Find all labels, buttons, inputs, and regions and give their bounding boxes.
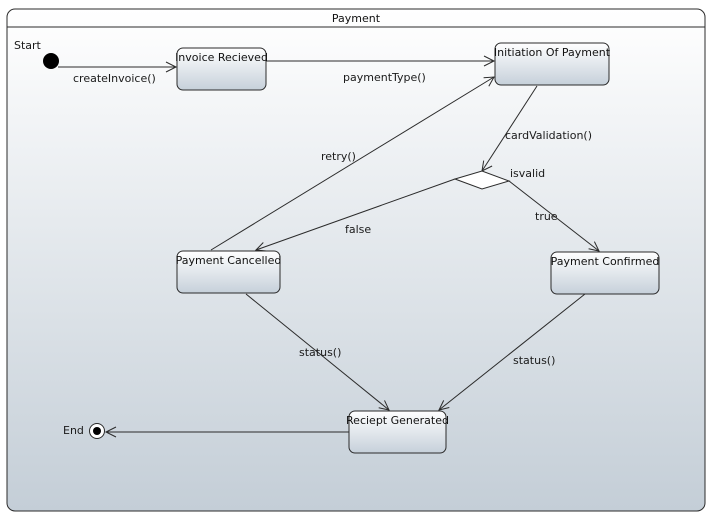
transition-label-true: true <box>535 210 558 223</box>
choice-diamond-icon <box>453 170 511 190</box>
state-payment-confirmed: Payment Confirmed <box>550 251 660 295</box>
end-label: End <box>63 424 84 437</box>
end-pseudostate: End <box>63 423 105 439</box>
arrowhead-icon <box>483 76 495 87</box>
state-label: Payment Confirmed <box>551 255 660 268</box>
transition-choice-to-cancelled <box>255 178 456 251</box>
transition-labels: createInvoice() paymentType() cardValida… <box>73 71 592 367</box>
frame-border <box>6 8 706 512</box>
state-label: Invoice Recieved <box>175 51 268 64</box>
transition-cancelled-to-initiation <box>210 76 495 251</box>
transition-label-false: false <box>345 223 371 236</box>
state-label: Initiation Of Payment <box>494 46 611 59</box>
transition-confirmed-to-reciept <box>438 293 586 411</box>
transition-label-retry: retry() <box>321 150 356 163</box>
choice-pseudostate: isvalid <box>453 167 545 190</box>
state-initiation-of-payment: Initiation Of Payment <box>494 42 611 86</box>
arrowhead-icon <box>104 426 117 438</box>
choice-label: isvalid <box>510 167 545 180</box>
state-label: Payment Cancelled <box>176 254 282 267</box>
state-reciept-generated: Reciept Generated <box>346 410 449 454</box>
arrowhead-icon <box>483 55 496 67</box>
transition-label-status-right: status() <box>513 354 555 367</box>
state-label: Reciept Generated <box>346 414 449 427</box>
transition-label-card-validation: cardValidation() <box>505 129 592 142</box>
frame-title: Payment <box>332 12 381 25</box>
arrowhead-icon <box>378 400 390 411</box>
transition-cancelled-to-reciept <box>245 293 390 411</box>
start-label: Start <box>14 39 42 52</box>
transition-choice-to-confirmed <box>508 180 600 252</box>
arrowhead-icon <box>588 241 600 252</box>
arrowhead-icon <box>165 61 178 73</box>
initial-node-icon <box>43 53 59 69</box>
transition-label-create-invoice: createInvoice() <box>73 72 156 85</box>
state-box <box>348 410 447 454</box>
state-box <box>494 42 610 86</box>
state-payment-cancelled: Payment Cancelled <box>176 250 282 294</box>
arrowhead-icon <box>438 400 450 411</box>
state-invoice-recieved: Invoice Recieved <box>175 47 268 91</box>
start-pseudostate: Start <box>14 39 59 69</box>
payment-frame: Payment <box>6 8 706 512</box>
state-box <box>176 250 281 294</box>
transition-initiation-to-choice <box>481 85 538 172</box>
final-node-core <box>93 427 101 435</box>
state-box <box>176 47 267 91</box>
state-box <box>550 251 660 295</box>
transition-label-payment-type: paymentType() <box>343 71 426 84</box>
transition-label-status-left: status() <box>299 346 341 359</box>
